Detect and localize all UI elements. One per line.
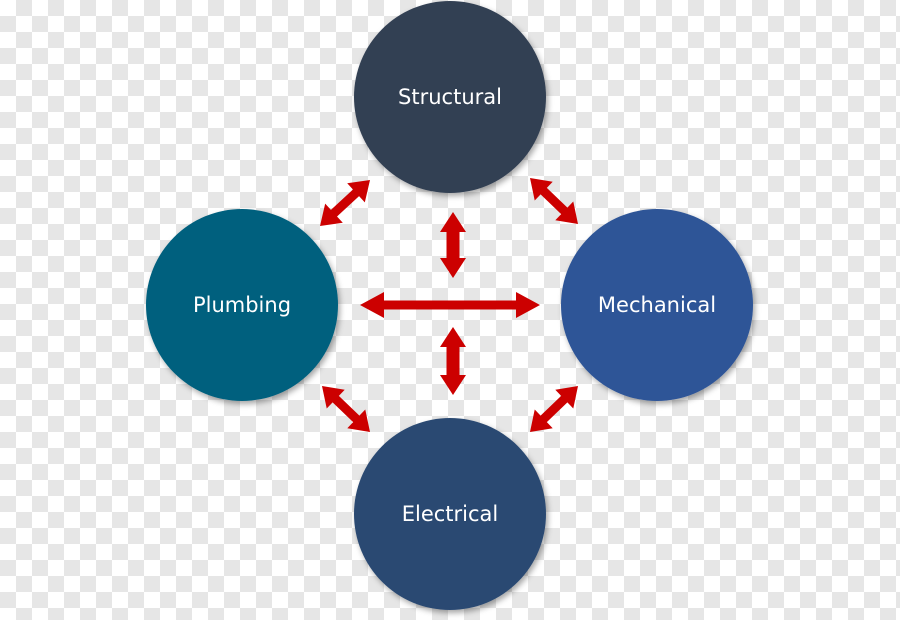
node-electrical: Electrical [354,418,546,610]
node-plumbing-label: Plumbing [193,293,291,317]
arrow-center-down [440,327,466,395]
node-mechanical: Mechanical [561,209,753,401]
connector-arrows [320,178,578,433]
arrow-structural-mechanical [530,178,578,224]
node-electrical-label: Electrical [402,502,499,526]
node-structural-circle [354,1,546,193]
arrow-mechanical-electrical [530,386,578,433]
node-electrical-circle [354,418,546,610]
node-mechanical-circle [561,209,753,401]
arrow-center-horizontal [360,292,540,318]
arrow-center-up [440,212,466,278]
node-structural: Structural [354,1,546,193]
node-plumbing: Plumbing [146,209,338,401]
node-plumbing-circle [146,209,338,401]
node-structural-label: Structural [398,85,502,109]
arrow-plumbing-electrical [322,386,370,432]
node-mechanical-label: Mechanical [598,293,716,317]
arrow-structural-plumbing [320,180,370,227]
